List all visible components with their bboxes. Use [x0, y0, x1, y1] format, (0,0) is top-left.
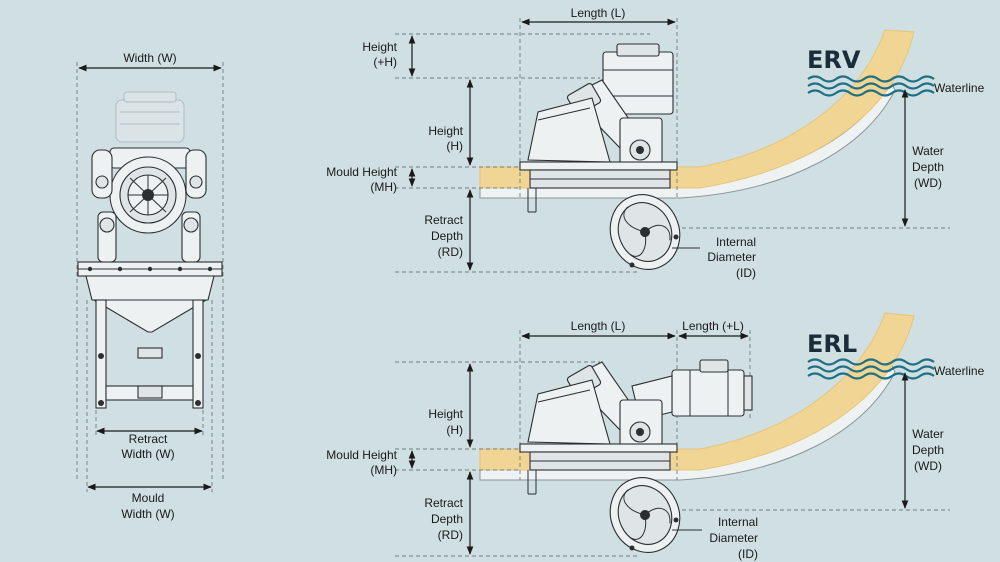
erl-title: ERL [807, 330, 857, 358]
erl-length-label: Length (L) [571, 319, 626, 333]
mould-width-label-1: Mould [132, 491, 165, 505]
erl-internal-label-3: (ID) [738, 547, 758, 561]
erv-waterline-label: Waterline [934, 81, 985, 95]
erv-view: Length (L) Height (+H) Height (H) Mould … [326, 6, 985, 280]
erv-internal-label-1: Internal [716, 235, 756, 249]
erv-water-label-3: (WD) [914, 176, 942, 190]
erv-retract-label-3: (RD) [438, 245, 463, 259]
motor-ghost [115, 91, 185, 143]
erl-hull [479, 312, 915, 471]
erl-thruster [519, 359, 753, 553]
erl-retract-label-2: Depth [431, 512, 463, 526]
erv-height-label-1: Height [428, 124, 463, 138]
erl-mould-height-label-2: (MH) [370, 463, 397, 477]
erv-waves [807, 75, 935, 97]
front-view: Width (W) Retract Width (W) Mould Width … [76, 51, 224, 521]
erv-internal-label-3: (ID) [736, 266, 756, 280]
erl-water-label-3: (WD) [914, 459, 942, 473]
erl-view: Length (L) Length (+L) Height (H) Mould … [326, 312, 985, 561]
erv-water-label-2: Depth [912, 160, 944, 174]
erl-internal-label-2: Diameter [709, 531, 758, 545]
erl-retract-label-1: Retract [424, 496, 463, 510]
retract-width-label-2: Width (W) [121, 447, 174, 461]
erl-height-label-1: Height [428, 407, 463, 421]
erv-height-plus-label-2: (+H) [373, 55, 397, 69]
erv-thruster [519, 43, 681, 270]
front-unit [77, 147, 223, 409]
erv-retract-label-1: Retract [424, 213, 463, 227]
erl-waterline-label: Waterline [934, 364, 985, 378]
erl-length-plus-label: Length (+L) [682, 319, 744, 333]
erv-retract-label-2: Depth [431, 229, 463, 243]
erl-retract-label-3: (RD) [438, 528, 463, 542]
width-label: Width (W) [123, 51, 176, 65]
erv-title: ERV [807, 46, 861, 74]
erv-height-plus-label-1: Height [362, 40, 397, 54]
erv-water-label-1: Water [912, 144, 944, 158]
erl-water-label-1: Water [912, 427, 944, 441]
erl-internal-label-1: Internal [718, 515, 758, 529]
erv-internal-label-2: Diameter [707, 250, 756, 264]
erv-mould-height-label-1: Mould Height [326, 165, 397, 179]
erv-mould-height-label-2: (MH) [370, 180, 397, 194]
erl-water-label-2: Depth [912, 443, 944, 457]
erl-mould-height-label-1: Mould Height [326, 448, 397, 462]
retract-width-label-1: Retract [129, 432, 168, 446]
erv-length-label: Length (L) [571, 6, 626, 20]
erl-height-label-2: (H) [446, 423, 463, 437]
erv-height-label-2: (H) [446, 139, 463, 153]
erv-hull [479, 29, 915, 189]
erl-waves [807, 358, 935, 380]
mould-width-label-2: Width (W) [121, 507, 174, 521]
